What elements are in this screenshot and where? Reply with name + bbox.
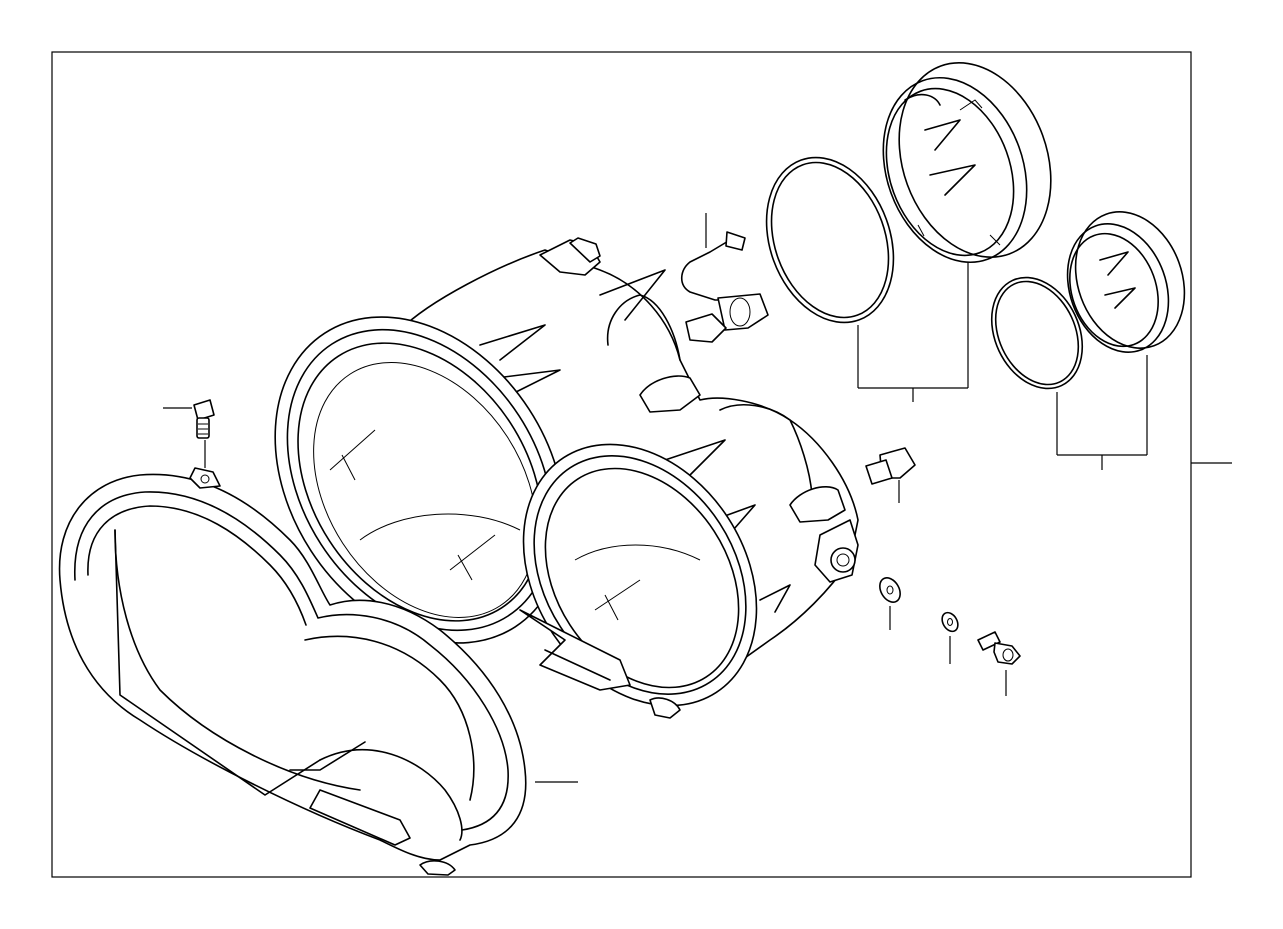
frame-screw (193, 399, 215, 439)
washer (879, 577, 901, 603)
high-beam-reflector-insert (1066, 211, 1186, 353)
headlight-housing (274, 237, 859, 719)
mounting-screw (977, 631, 1021, 665)
low-beam-reflector-insert (882, 62, 1052, 264)
diagram-border (51, 51, 1192, 878)
spring-washer (941, 611, 959, 633)
bulb-with-wire (680, 231, 769, 343)
seal-ring-small (990, 276, 1084, 390)
leader-lines (163, 213, 1232, 783)
parking-light-bulb (865, 447, 916, 485)
seal-ring-large (765, 156, 895, 324)
headlight-trim-frame (58, 467, 527, 876)
